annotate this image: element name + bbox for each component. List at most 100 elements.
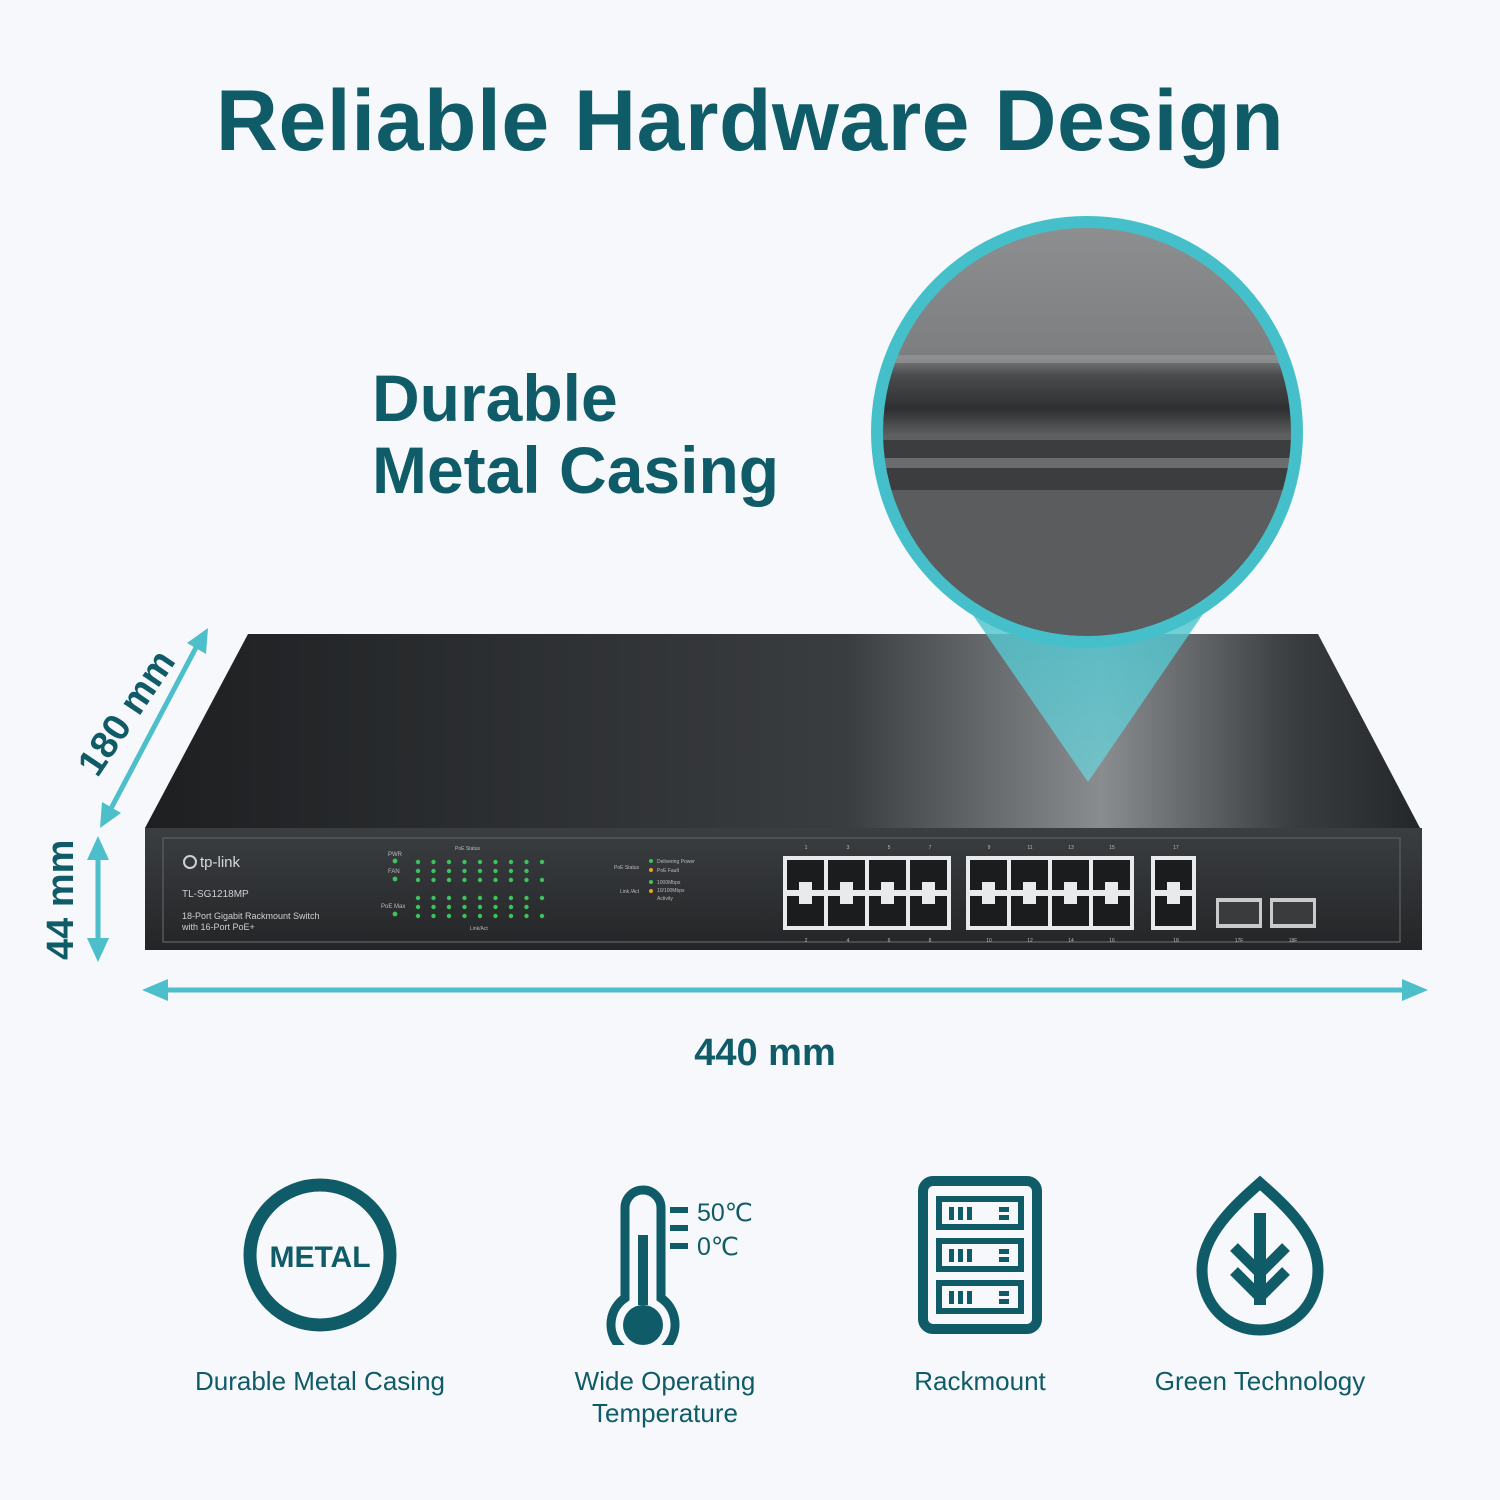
sfp-label: 17F (1235, 938, 1244, 944)
led (392, 911, 398, 917)
led (431, 904, 436, 910)
led (415, 868, 421, 874)
leaf-icon (1196, 1175, 1324, 1336)
led (446, 895, 452, 901)
port-number-bottom: 4 (847, 938, 850, 944)
led (539, 895, 545, 901)
feature-label-metal: Durable Metal Casing (194, 1366, 445, 1396)
feature-label-rackmount: Rackmount (914, 1366, 1046, 1396)
legend-activity: Activity (657, 896, 673, 902)
port-number-bottom: 12 (1027, 938, 1033, 944)
headline-line-1: Durable (372, 361, 618, 435)
feature-metal-casing: METAL Durable Metal Casing (160, 1175, 480, 1397)
zoom-callout (871, 216, 1303, 782)
page-title: Reliable Hardware Design (215, 73, 1285, 169)
led (446, 859, 452, 865)
link-act-label: Link/Act (470, 926, 488, 932)
led (508, 895, 514, 901)
legend-link-act: Link /Act (620, 889, 640, 895)
led (477, 913, 483, 919)
description-line-1: 18-Port Gigabit Rackmount Switch (182, 911, 320, 921)
led (493, 877, 498, 883)
feature-rackmount: Rackmount (820, 1175, 1140, 1397)
port-number-bottom: 6 (888, 938, 891, 944)
port-number-bottom: 2 (805, 938, 808, 944)
port-number-top: 7 (929, 845, 932, 851)
port-number-bottom: 10 (986, 938, 992, 944)
led (431, 913, 436, 919)
poe-max-label: PoE Max (381, 904, 405, 910)
depth-arrow-top (187, 628, 208, 654)
led (415, 859, 421, 865)
feature-label-green: Green Technology (1154, 1366, 1366, 1396)
port-number-top: 5 (888, 845, 891, 851)
led (524, 913, 529, 919)
depth-arrow-bottom (100, 802, 121, 828)
led (415, 895, 421, 901)
led-legend: PoE Status Delivering Power PoE Fault Li… (614, 859, 695, 902)
pwr-label: PWR (388, 852, 403, 858)
switch-illustration: tp-link TL-SG1218MP 18-Port Gigabit Rack… (87, 216, 1428, 1001)
led (462, 904, 467, 910)
legend-10-100: 10/100Mbps (657, 888, 685, 894)
sfp-label: 18F (1289, 938, 1298, 944)
height-arrow-top (87, 836, 109, 860)
led (524, 877, 529, 883)
temp-high-text: 50℃ (697, 1199, 753, 1227)
led (477, 895, 483, 901)
thermometer-icon: 50℃ 0℃ (606, 1185, 753, 1345)
port-number-bottom: 16 (1109, 938, 1115, 944)
depth-arrow-line (103, 638, 203, 820)
led (539, 877, 545, 883)
led (539, 913, 545, 919)
temp-low-text: 0℃ (697, 1233, 739, 1261)
led (493, 859, 498, 865)
height-dimension-label: 44 mm (40, 839, 82, 960)
poe-status-label: PoE Status (455, 846, 481, 852)
led (508, 913, 514, 919)
brand-text: tp-link (200, 854, 241, 871)
dimension-arrows (87, 628, 1428, 1001)
led (477, 877, 483, 883)
height-arrow-bottom (87, 938, 109, 962)
port-number-bottom: 18 (1173, 938, 1179, 944)
legend-delivering: Delivering Power (657, 859, 695, 865)
led (508, 904, 514, 910)
led (431, 895, 436, 901)
led (392, 858, 398, 864)
led (415, 877, 421, 883)
led (493, 895, 498, 901)
led (431, 868, 436, 874)
led (477, 904, 483, 910)
led (415, 904, 421, 910)
port-number-top: 1 (805, 845, 808, 851)
port-number-top: 11 (1027, 845, 1032, 851)
led (493, 913, 498, 919)
led (524, 895, 529, 901)
width-dimension-label: 440 mm (694, 1032, 836, 1074)
led (524, 859, 529, 865)
tp-link-logo: tp-link (183, 854, 241, 871)
metal-badge-text: METAL (269, 1241, 370, 1274)
led (446, 904, 452, 910)
led (431, 877, 436, 883)
port-number-top: 3 (847, 845, 850, 851)
led-indicators (392, 858, 545, 919)
feature-green-technology: Green Technology (1100, 1175, 1420, 1397)
rack-server-icon (918, 1176, 1042, 1334)
led (508, 877, 514, 883)
metal-badge-icon: METAL (243, 1178, 397, 1332)
led (477, 868, 483, 874)
led (524, 904, 529, 910)
feature-headline: Durable Metal Casing (372, 362, 779, 506)
port-array (783, 856, 1316, 930)
feature-temperature: 50℃ 0℃ Wide Operating Temperature (505, 1175, 825, 1429)
led (493, 868, 498, 874)
port-number-top: 15 (1109, 845, 1115, 851)
led (462, 895, 467, 901)
led (462, 877, 467, 883)
led (392, 876, 398, 882)
port-number-bottom: 8 (929, 938, 932, 944)
width-arrow-right (1402, 979, 1428, 1001)
